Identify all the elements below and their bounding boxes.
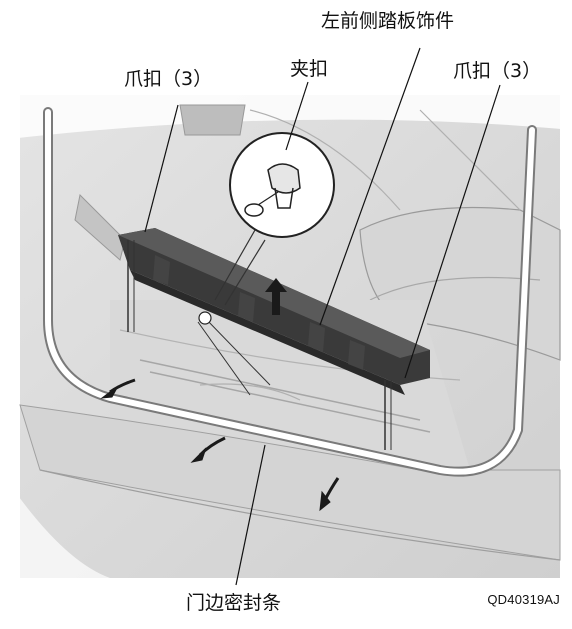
clip-detail-callout bbox=[198, 132, 335, 325]
seat-cushion bbox=[359, 206, 561, 361]
leader-right-claw bbox=[404, 84, 501, 379]
leader-left-claw bbox=[144, 104, 179, 233]
seal-pull-arrows bbox=[100, 378, 340, 512]
leader-step-trim bbox=[319, 47, 421, 326]
speaker-grille bbox=[179, 104, 246, 136]
figure-code: QD40319AJ bbox=[487, 592, 560, 607]
leader-door-seal bbox=[235, 444, 266, 586]
door-seal-label: 门边密封条 bbox=[186, 592, 282, 614]
leader-clip bbox=[285, 81, 309, 151]
remove-direction-arrow bbox=[265, 278, 287, 315]
left-claw-label: 爪扣（3） bbox=[124, 68, 213, 90]
step-trim-label: 左前侧踏板饰件 bbox=[321, 10, 455, 32]
right-claw-label: 爪扣（3） bbox=[453, 60, 542, 82]
clip-label: 夹扣 bbox=[290, 58, 329, 80]
